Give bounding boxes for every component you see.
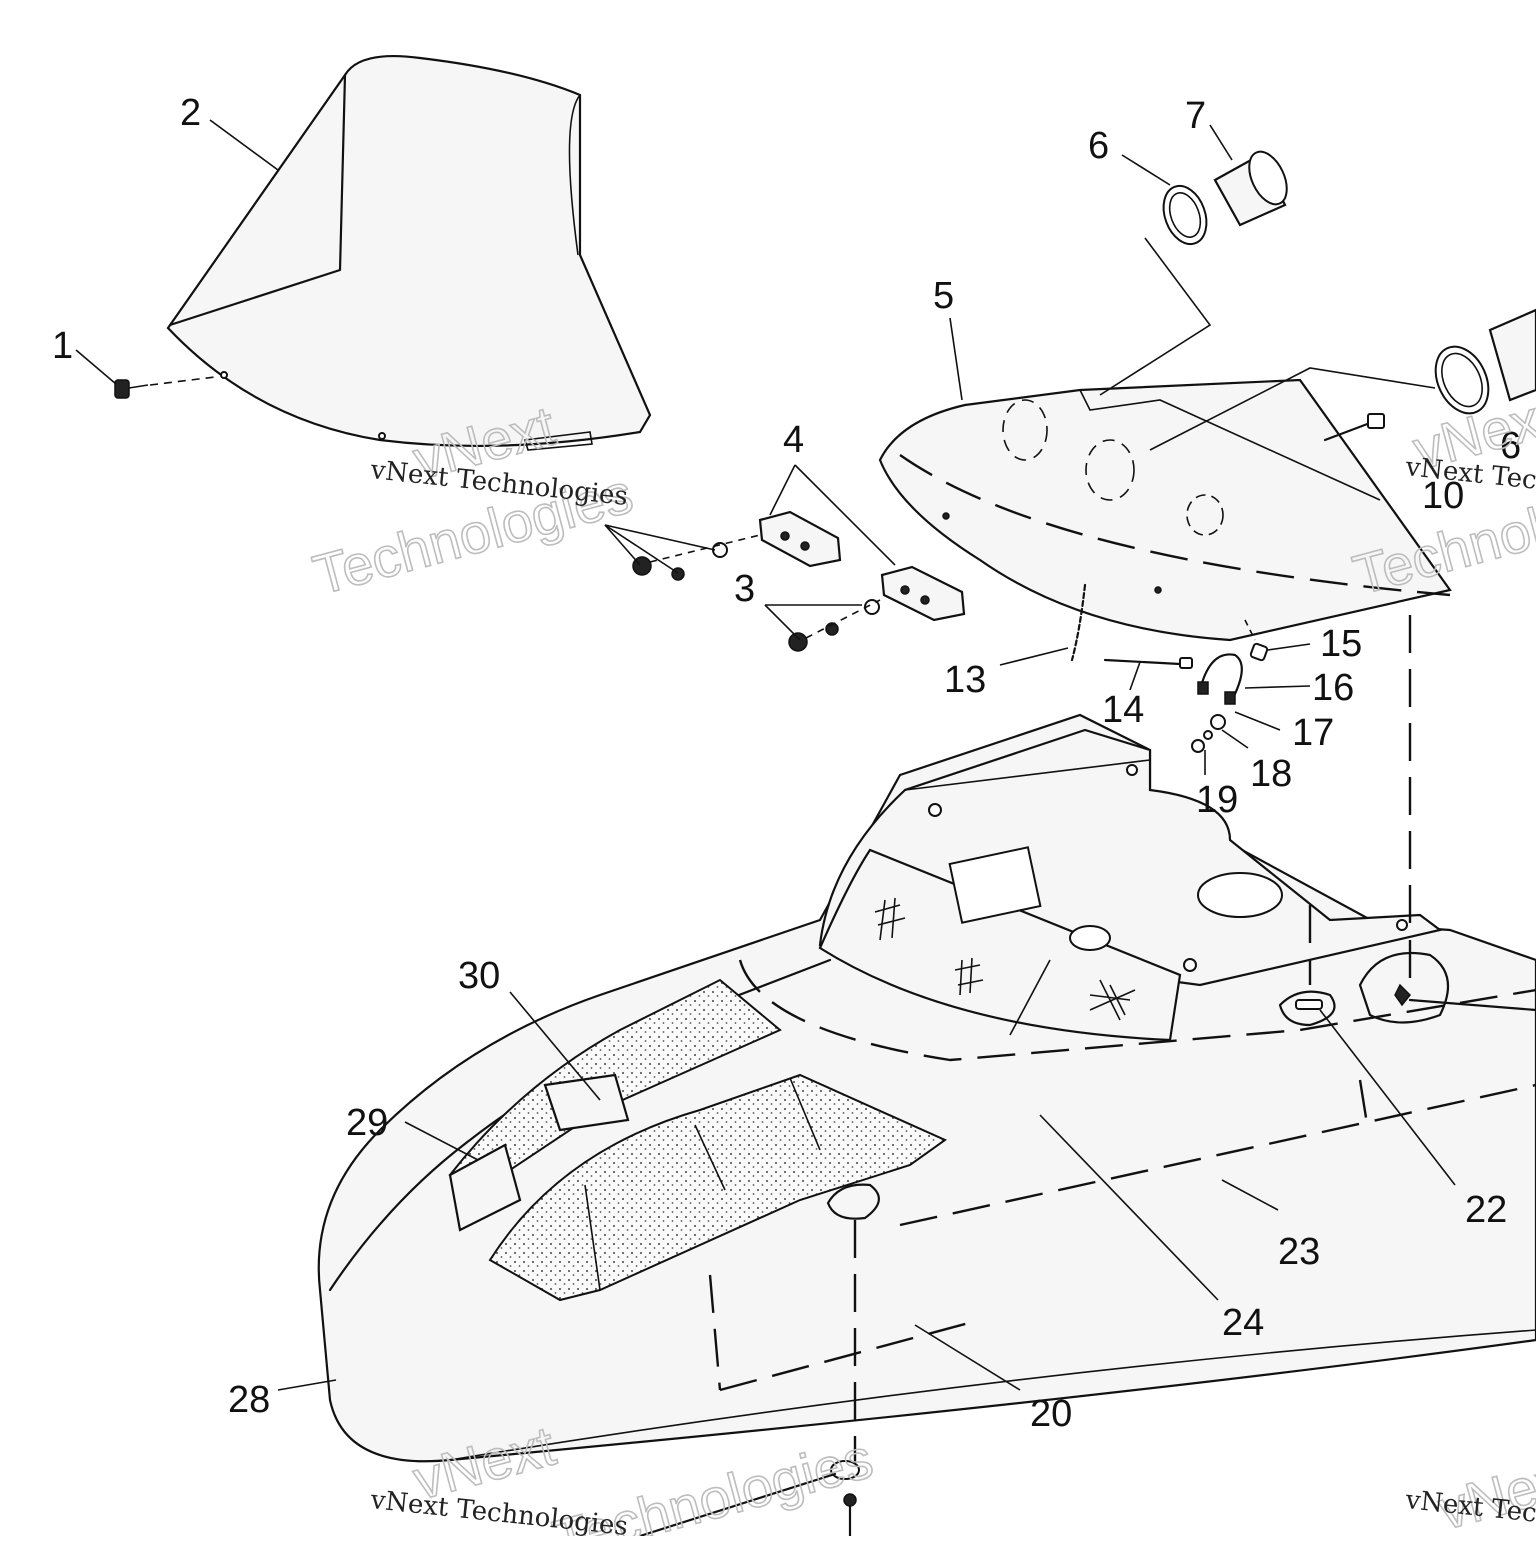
- hardware-nuts-washers: [632, 534, 881, 652]
- leader-lines: [75, 119, 1456, 1391]
- callout-24: 24: [1222, 1302, 1264, 1344]
- callout-20: 20: [1030, 1393, 1072, 1435]
- vent-right-30: [488, 1073, 947, 1470]
- bolt-14: [1103, 657, 1193, 669]
- callout-15: 15: [1320, 623, 1362, 665]
- callout-22: 22: [1465, 1189, 1507, 1231]
- callout-18: 18: [1250, 753, 1292, 795]
- callout-6b: 6: [1500, 425, 1521, 467]
- callout-10: 10: [1422, 475, 1464, 517]
- dash-console: [878, 378, 1452, 642]
- screw-10: [1323, 413, 1385, 442]
- callout-19: 19: [1196, 779, 1238, 821]
- callout-5: 5: [933, 275, 954, 317]
- screw-1: [114, 376, 216, 399]
- gauge-7: [1213, 150, 1288, 227]
- leader-gauges: [1099, 237, 1212, 396]
- callout-13: 13: [944, 659, 986, 701]
- callout-23: 23: [1278, 1231, 1320, 1273]
- clamp-hardware: [1191, 619, 1269, 753]
- callout-3: 3: [734, 568, 755, 610]
- callout-4: 4: [783, 419, 804, 461]
- callout-30: 30: [458, 955, 500, 997]
- callout-14: 14: [1102, 689, 1144, 731]
- mount-brackets: [758, 510, 966, 622]
- watermarks: vNext Technologies vNext Technologies vN…: [306, 383, 1536, 1541]
- callout-28: 28: [228, 1379, 270, 1421]
- windshield: [166, 55, 652, 451]
- callout-numbers: 1 2 3 4 5 6 7 6 10 13 14 15 16 17 18 19 …: [52, 92, 1521, 1435]
- callout-16: 16: [1312, 667, 1354, 709]
- callout-2: 2: [180, 92, 201, 134]
- callout-7: 7: [1185, 95, 1206, 137]
- callout-17: 17: [1292, 712, 1334, 754]
- gauge-ring-6b: [1434, 308, 1536, 415]
- callout-1: 1: [52, 325, 73, 367]
- upper-cowl: [818, 615, 1536, 1042]
- gauge-ring-6: [1162, 184, 1208, 246]
- watermark-bottom-brand: vNext Technologies: [368, 1485, 629, 1536]
- vent-left-29: [448, 978, 782, 1232]
- callout-6: 6: [1088, 125, 1109, 167]
- leader-gauge-6b: [1149, 367, 1436, 451]
- lower-hardware: [638, 1460, 860, 1538]
- callout-29: 29: [346, 1102, 388, 1144]
- cable-13: [1070, 583, 1087, 662]
